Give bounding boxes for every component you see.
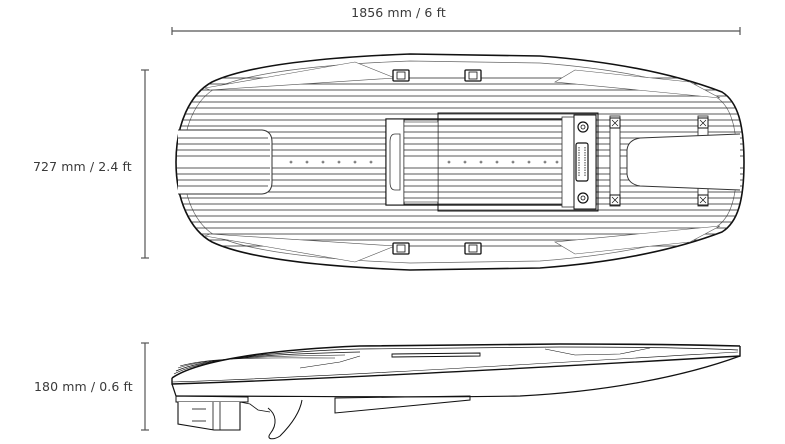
height-dimension-label: 180 mm / 0.6 ft <box>34 379 133 394</box>
latch-screw-top-icon <box>577 121 589 133</box>
board-top-view <box>175 53 745 271</box>
center-marker-dots <box>289 160 559 164</box>
width-dimension-line <box>141 69 149 259</box>
latch-screw-bottom-icon <box>577 192 589 204</box>
tail-pad-recess <box>626 133 741 191</box>
length-dimension-label: 1856 mm / 6 ft <box>351 5 446 20</box>
charge-port <box>575 142 589 182</box>
length-dimension-line <box>171 27 741 35</box>
jet-drive-unit <box>175 395 271 431</box>
footstrap-front <box>609 115 621 207</box>
height-dimension-line <box>141 342 149 431</box>
fin <box>267 399 303 440</box>
battery-compartment <box>385 112 599 212</box>
handle-bottom-right <box>464 242 482 255</box>
board-side-view <box>171 343 741 440</box>
handle-top-right <box>464 69 482 82</box>
handle-top-left <box>392 69 410 82</box>
nose-pad-recess <box>178 129 273 195</box>
width-dimension-label: 727 mm / 2.4 ft <box>33 159 132 174</box>
handle-bottom-left <box>392 242 410 255</box>
